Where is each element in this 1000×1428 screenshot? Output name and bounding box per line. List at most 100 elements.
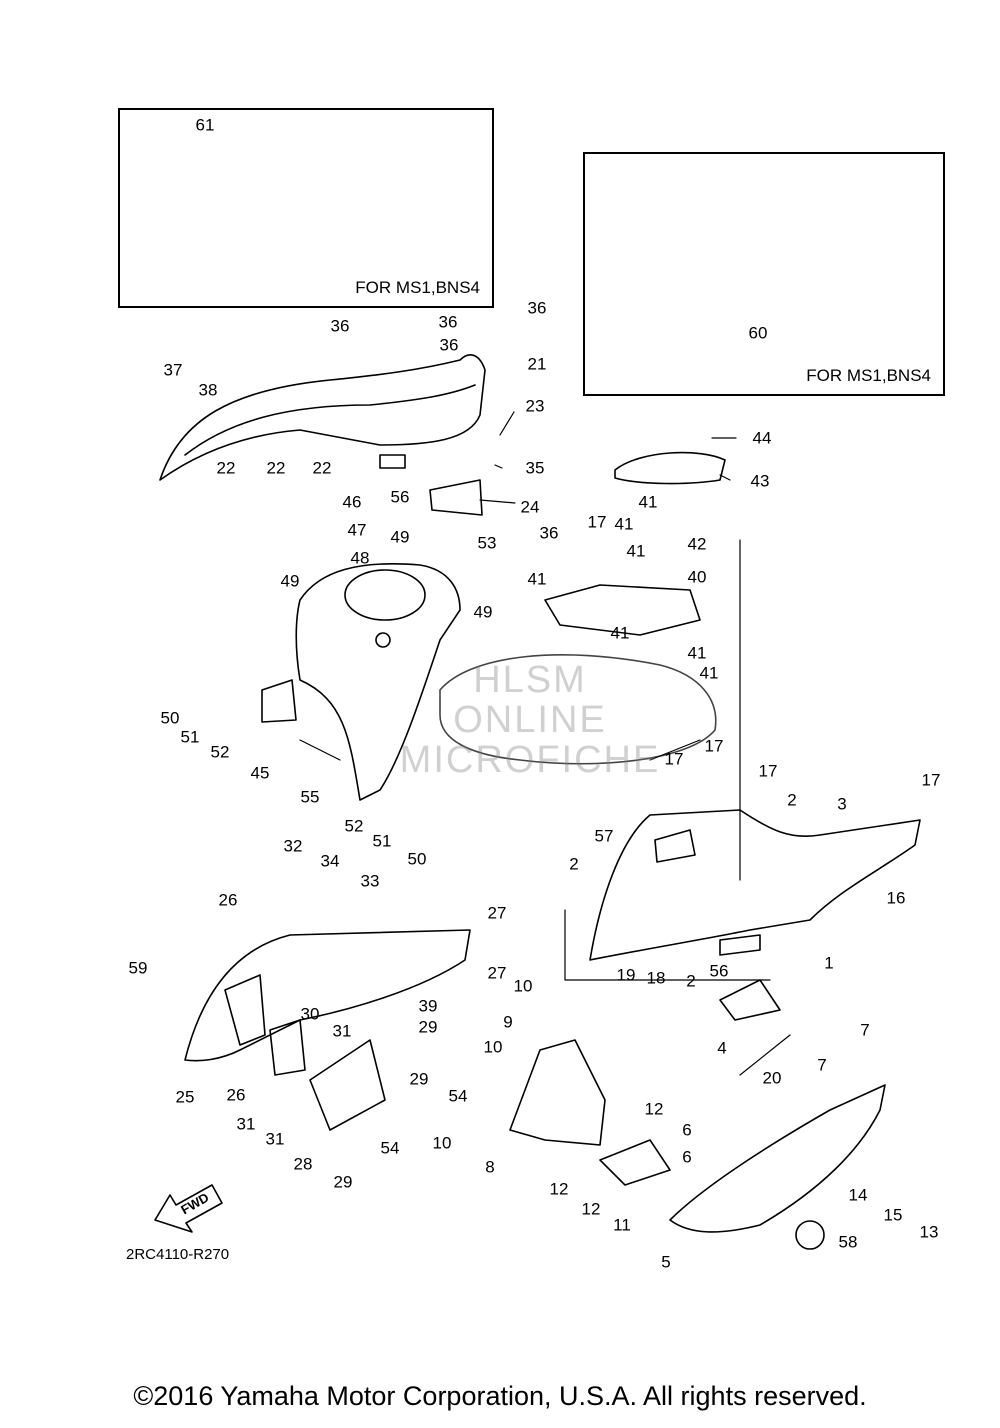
- side-cowl-drawing: [589, 809, 921, 1021]
- callout-number: 49: [280, 571, 300, 591]
- callout-number: 15: [883, 1205, 903, 1225]
- callout-number: 20: [762, 1068, 782, 1088]
- callout-number: 47: [347, 520, 367, 540]
- callout-number: 51: [372, 831, 392, 851]
- watermark: HLSM ONLINE MICROFICHE: [370, 660, 690, 780]
- callout-number: 10: [483, 1037, 503, 1057]
- inset-a-box: FOR MS1,BNS4: [118, 108, 494, 308]
- front-cowl-drawing: [184, 929, 471, 1131]
- callout-number: 50: [407, 849, 427, 869]
- under-cowl-drawing: [509, 1039, 886, 1250]
- callout-number: 54: [380, 1138, 400, 1158]
- inset-b-label: FOR MS1,BNS4: [806, 366, 931, 385]
- callout-number: 53: [477, 533, 497, 553]
- rear-cowl-drawing: [159, 354, 486, 516]
- tank-bracket-drawing: [544, 584, 701, 636]
- callout-number: 12: [581, 1199, 601, 1219]
- seat-drawing: [614, 451, 726, 485]
- callout-number: 7: [817, 1055, 827, 1075]
- callout-number: 17: [664, 749, 684, 769]
- copyright-notice: ©2016 Yamaha Motor Corporation, U.S.A. A…: [133, 1381, 867, 1411]
- callout-number: 61: [195, 115, 215, 135]
- callout-number: 29: [333, 1172, 353, 1192]
- callout-number: 12: [549, 1179, 569, 1199]
- callout-number: 27: [487, 903, 507, 923]
- callout-number: 36: [539, 523, 559, 543]
- callout-number: 44: [752, 428, 772, 448]
- callout-number: 41: [626, 541, 646, 561]
- callout-number: 36: [330, 316, 350, 336]
- callout-number: 11: [613, 1215, 631, 1235]
- callout-number: 60: [748, 323, 768, 343]
- callout-number: 33: [360, 871, 380, 891]
- callout-number: 6: [682, 1147, 692, 1167]
- callout-number: 2: [686, 971, 696, 991]
- callout-number: 22: [266, 458, 286, 478]
- watermark-line: HLSM: [473, 659, 587, 701]
- callout-number: 2: [787, 790, 797, 810]
- callout-number: 55: [300, 787, 320, 807]
- callout-number: 31: [332, 1021, 352, 1041]
- callout-number: 21: [527, 354, 547, 374]
- callout-number: 31: [265, 1129, 285, 1149]
- callout-number: 41: [699, 663, 719, 683]
- callout-number: 3: [837, 794, 847, 814]
- callout-number: 19: [616, 965, 636, 985]
- callout-number: 25: [175, 1087, 195, 1107]
- callout-number: 32: [283, 836, 303, 856]
- callout-number: 1: [824, 953, 834, 973]
- callout-number: 41: [687, 643, 707, 663]
- callout-number: 12: [644, 1099, 664, 1119]
- callout-number: 41: [614, 514, 634, 534]
- callout-number: 23: [525, 396, 545, 416]
- callout-number: 30: [300, 1004, 320, 1024]
- callout-number: 17: [758, 761, 778, 781]
- callout-number: 26: [226, 1085, 246, 1105]
- callout-number: 36: [438, 312, 458, 332]
- callout-number: 31: [236, 1114, 256, 1134]
- diagram-code: 2RC4110-R270: [126, 1246, 230, 1263]
- callout-number: 18: [646, 968, 666, 988]
- callout-number: 41: [638, 492, 658, 512]
- callout-number: 35: [525, 458, 545, 478]
- callout-number: 43: [750, 471, 770, 491]
- callout-number: 13: [919, 1222, 939, 1242]
- callout-number: 24: [520, 497, 540, 517]
- fuel-tank-drawing: [439, 654, 717, 765]
- callout-number: 52: [344, 816, 364, 836]
- callout-number: 48: [350, 548, 370, 568]
- callout-number: 10: [513, 976, 533, 996]
- callout-number: 29: [418, 1017, 438, 1037]
- callout-number: 38: [198, 380, 218, 400]
- inset-b-box: FOR MS1,BNS4: [583, 152, 945, 396]
- callout-number: 41: [610, 623, 630, 643]
- callout-number: 22: [312, 458, 332, 478]
- watermark-line: MICROFICHE: [399, 739, 661, 781]
- callout-number: 28: [293, 1154, 313, 1174]
- callout-number: 57: [594, 826, 614, 846]
- callout-number: 4: [717, 1038, 727, 1058]
- callout-number: 51: [180, 727, 200, 747]
- callout-number: 54: [448, 1086, 468, 1106]
- callout-number: 50: [160, 708, 180, 728]
- callout-number: 34: [320, 851, 340, 871]
- callout-number: 45: [250, 763, 270, 783]
- callout-number: 9: [503, 1012, 513, 1032]
- callout-number: 36: [439, 335, 459, 355]
- callout-number: 49: [473, 602, 493, 622]
- callout-number: 27: [487, 963, 507, 983]
- callout-number: 46: [342, 492, 362, 512]
- callout-number: 17: [921, 770, 941, 790]
- callout-number: 8: [485, 1157, 495, 1177]
- callout-number: 41: [527, 569, 547, 589]
- callout-number: 49: [390, 527, 410, 547]
- fwd-arrow-drawing: [154, 1184, 223, 1233]
- tank-cover-drawing: [261, 562, 461, 801]
- callout-number: 37: [163, 360, 183, 380]
- callout-number: 40: [687, 567, 707, 587]
- callout-number: 56: [390, 487, 410, 507]
- leader-lines: [219, 134, 791, 1076]
- inset-a-label: FOR MS1,BNS4: [355, 278, 480, 297]
- callout-number: 36: [527, 298, 547, 318]
